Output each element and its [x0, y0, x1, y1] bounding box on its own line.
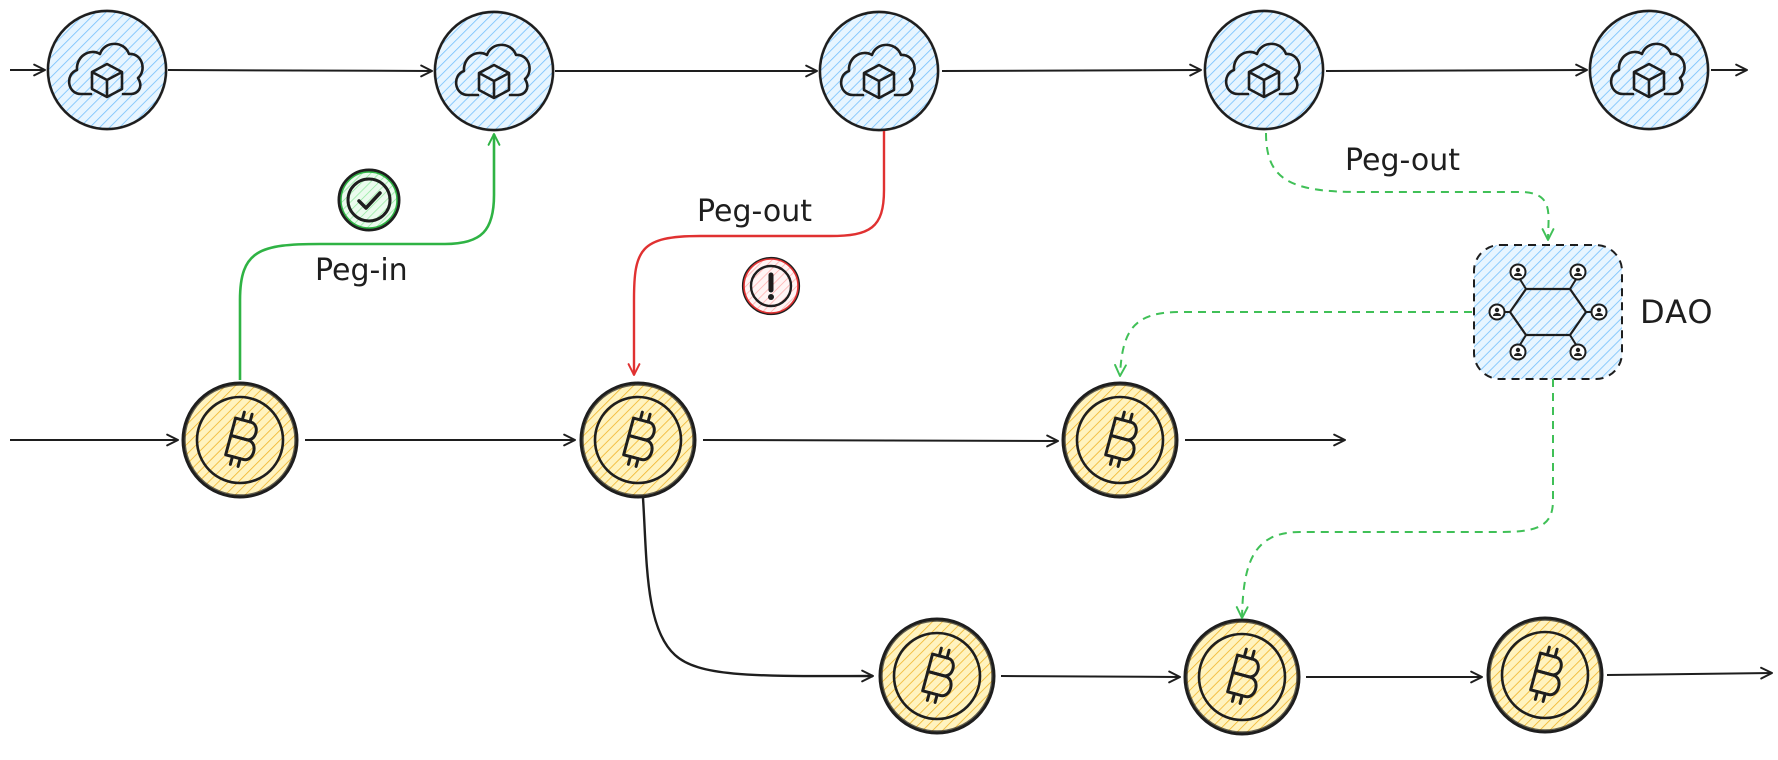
sidechain-link-4 — [1325, 63, 1588, 77]
sidechain-block-2 — [432, 9, 556, 133]
peg-out-failed-flow: Peg-out — [627, 131, 886, 376]
sidechain-link-1 — [167, 64, 433, 78]
bitcoin-block-3 — [1061, 381, 1179, 499]
bitcoin-fork-block-1 — [878, 617, 996, 735]
bitcoin-main-row — [10, 381, 1346, 499]
peg-out-dao-flow: Peg-out DAO — [1114, 132, 1714, 619]
sidechain-block-5 — [1587, 8, 1711, 132]
bitcoin-block-2 — [579, 381, 697, 499]
sidechain-block-3 — [817, 9, 941, 133]
dao-network-icon — [1488, 263, 1608, 361]
dao-to-bitcoin-block-3-arrow — [1114, 311, 1472, 377]
sidechain-block-1 — [45, 8, 169, 132]
bitcoin-block-1 — [181, 381, 299, 499]
peg-out-failed-arrow — [627, 131, 886, 376]
fork-link — [641, 497, 874, 683]
dao-label: DAO — [1640, 293, 1714, 331]
bitcoin-fork-row — [641, 497, 1773, 736]
exclamation-circle-icon — [741, 256, 801, 316]
sidechain-row — [10, 8, 1748, 133]
fork-link-3 — [1606, 666, 1773, 680]
peg-in-flow: Peg-in — [238, 133, 501, 380]
bitcoin-link-2 — [702, 434, 1059, 448]
peg-in-arrow — [238, 133, 501, 380]
peg-out-dao-label: Peg-out — [1345, 143, 1460, 178]
fork-link-1 — [1000, 670, 1181, 684]
peg-out-failed-label: Peg-out — [697, 194, 812, 229]
bitcoin-fork-block-3 — [1486, 616, 1604, 734]
dao-node — [1473, 244, 1623, 380]
sidechain-link-3 — [941, 63, 1202, 77]
sidechain-block-4 — [1202, 8, 1326, 132]
check-circle-icon — [337, 168, 401, 232]
bitcoin-fork-block-2 — [1183, 618, 1301, 736]
peg-out-to-dao-arrow — [1265, 132, 1555, 241]
dao-to-fork-block-2-arrow — [1235, 379, 1554, 619]
peg-in-label: Peg-in — [315, 253, 408, 288]
